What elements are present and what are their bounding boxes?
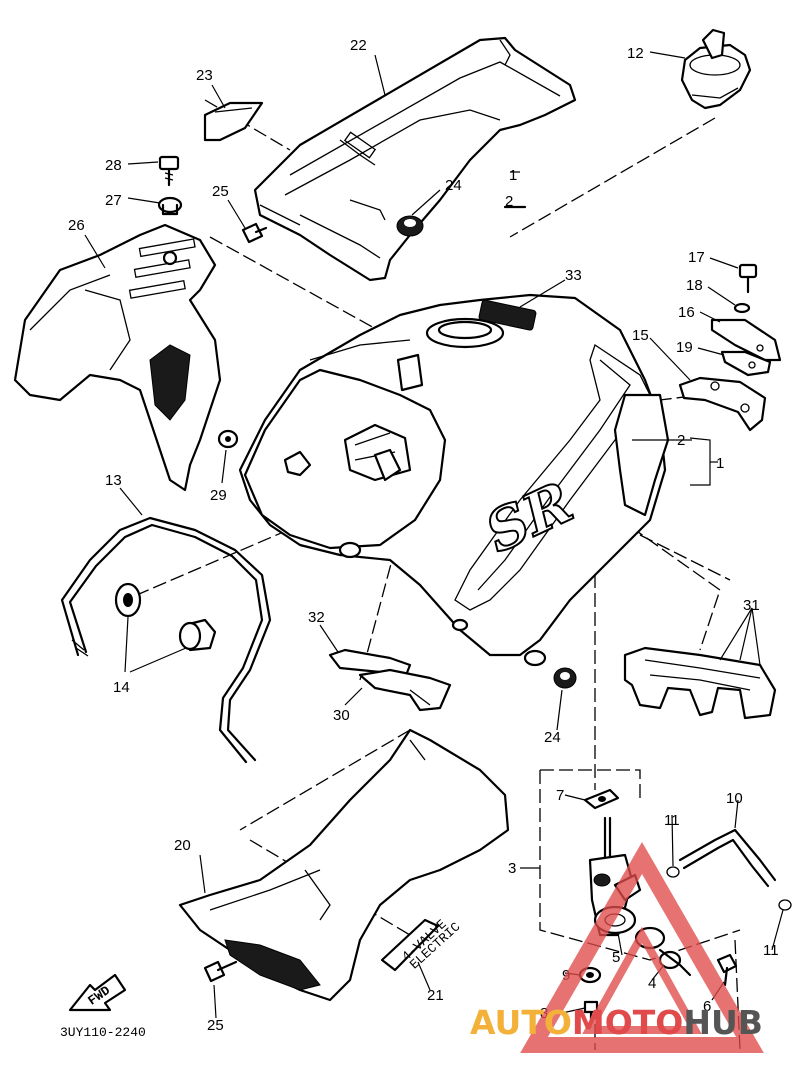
fuel-tank: SR (238, 293, 670, 667)
part-11-clips (666, 866, 792, 911)
part-7-gasket (583, 788, 620, 810)
label-16: 16 (678, 304, 695, 321)
label-17: 17 (688, 249, 705, 266)
assembly-leader-lines (124, 99, 741, 1051)
watermark-part1: AUTO (470, 1003, 572, 1042)
label-2a: 2 (505, 193, 513, 210)
part-29-nut (217, 429, 239, 449)
part-14-damper-pair (114, 582, 217, 652)
watermark: AUTOMOTOHUB (470, 842, 764, 1053)
part-24-damper-upper (396, 215, 424, 237)
part-25-bolt-lower (203, 960, 238, 983)
watermark-part3: HUB (683, 1003, 763, 1042)
label-30: 30 (333, 707, 350, 724)
label-3: 3 (508, 860, 516, 877)
label-11a: 11 (664, 812, 680, 829)
label-14: 14 (113, 679, 130, 696)
fwd-arrow: FWD (68, 973, 127, 1012)
part-22-side-cover (253, 36, 577, 282)
watermark-part2: MOTO (572, 1003, 683, 1042)
part-number-labels: 22 23 28 27 25 24 26 1 2 33 12 17 18 16 … (60, 37, 779, 1040)
part-19-plate (720, 350, 772, 377)
label-5: 5 (612, 949, 620, 966)
label-33: 33 (565, 267, 582, 284)
part-25-bolt-upper (241, 222, 268, 244)
part-20-side-cover-lower (178, 728, 510, 1002)
label-2b: 2 (677, 432, 685, 449)
label-28: 28 (105, 157, 122, 174)
part-6-screw (716, 953, 738, 987)
label-15: 15 (632, 327, 649, 344)
part-23-decal (203, 101, 264, 142)
svg-text:AUTOMOTOHUB: AUTOMOTOHUB (470, 1003, 763, 1042)
label-10: 10 (726, 790, 743, 807)
part-28-bolt (158, 155, 180, 187)
watermark-triangle-icon (520, 842, 764, 1053)
part-10-hose (678, 828, 777, 888)
label-19: 19 (676, 339, 693, 356)
label-24b: 24 (544, 729, 561, 746)
part-30-bracket (358, 668, 452, 712)
part-12-fuel-cap (680, 28, 752, 110)
label-4: 4 (648, 975, 656, 992)
part-31-covers (623, 646, 777, 720)
label-18: 18 (686, 277, 703, 294)
label-24a: 24 (445, 177, 462, 194)
label-26: 26 (68, 217, 85, 234)
label-27: 27 (105, 192, 122, 209)
part-16-plate (710, 318, 782, 362)
label-25a: 25 (212, 183, 229, 200)
part-13-stay (60, 516, 272, 764)
label-13: 13 (105, 472, 122, 489)
label-25b: 25 (207, 1017, 224, 1034)
label-11b: 11 (763, 942, 779, 959)
label-1b: 1 (716, 455, 724, 472)
label-6: 6 (703, 998, 711, 1015)
label-22: 22 (350, 37, 367, 54)
part-18-washer (733, 302, 751, 314)
part-17-bolt (738, 263, 758, 294)
part-15-bracket (678, 376, 767, 432)
part-24-damper-lower (553, 667, 577, 689)
label-29: 29 (210, 487, 227, 504)
part-27-grommet (157, 196, 183, 216)
label-20: 20 (174, 837, 191, 854)
label-12: 12 (627, 45, 644, 62)
drawing-code: 3UY110-2240 (60, 1025, 146, 1040)
label-31: 31 (743, 597, 760, 614)
part-21-decal: 4-VALVE ELECTRIC (380, 917, 463, 972)
label-23: 23 (196, 67, 213, 84)
label-32: 32 (308, 609, 325, 626)
label-1a: 1 (509, 167, 517, 184)
part-26-side-cover-left (13, 223, 222, 492)
label-21: 21 (427, 987, 444, 1004)
label-7: 7 (556, 787, 564, 804)
